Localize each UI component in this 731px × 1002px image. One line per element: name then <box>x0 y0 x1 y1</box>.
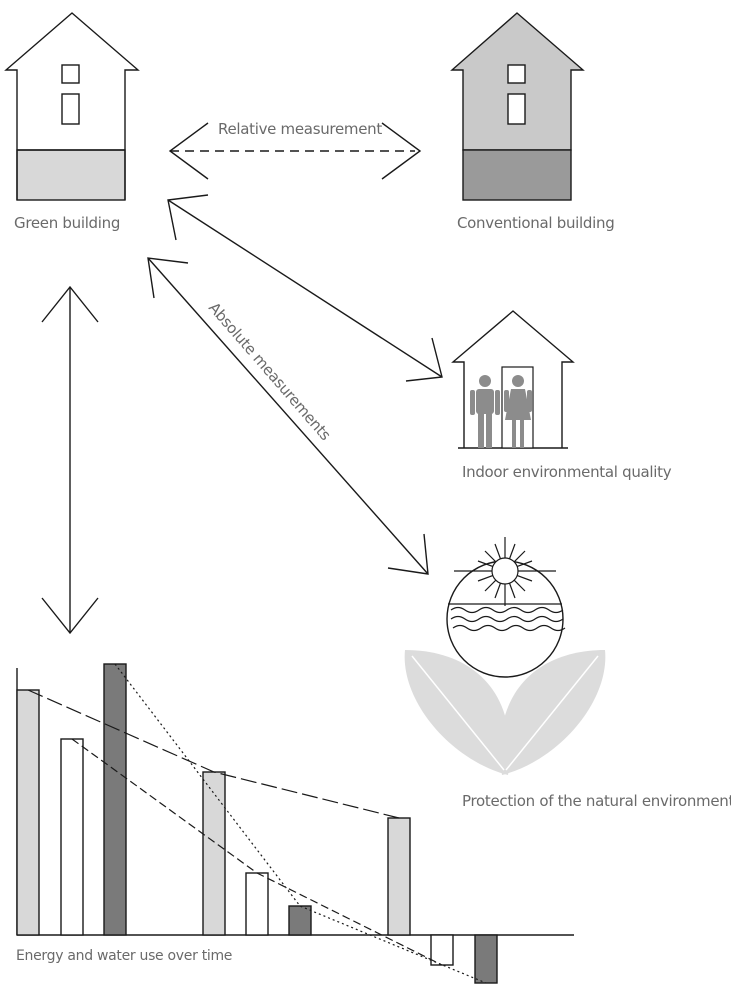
absolute-arrow-indoor <box>168 195 442 381</box>
natural-environment-label: Protection of the natural environment <box>462 792 731 810</box>
absolute-measurements-label: Absolute measurements <box>205 299 335 444</box>
energy-water-label: Energy and water use over time <box>16 948 232 964</box>
vertical-double-arrow <box>42 287 98 633</box>
absolute-arrow-environment <box>148 258 428 574</box>
conventional-building-label: Conventional building <box>457 214 614 232</box>
indoor-quality-label: Indoor environmental quality <box>462 463 672 481</box>
conventional-building-icon <box>452 13 583 200</box>
green-building-icon <box>6 13 138 200</box>
natural-environment-icon <box>405 537 606 775</box>
relative-measurement-label: Relative measurement <box>218 120 382 138</box>
indoor-quality-icon <box>453 311 573 448</box>
green-building-label: Green building <box>14 214 120 232</box>
